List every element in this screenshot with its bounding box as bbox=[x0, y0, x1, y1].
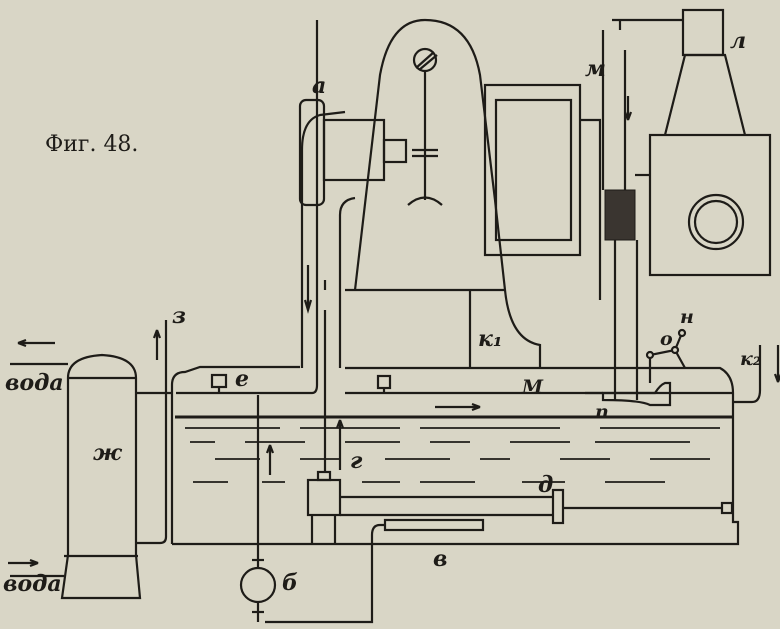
label-b: б bbox=[282, 570, 298, 596]
label-z: з bbox=[172, 303, 187, 329]
piston-d bbox=[551, 488, 565, 525]
label-k2: к₂ bbox=[740, 348, 762, 370]
label-water-out: вода bbox=[5, 370, 64, 396]
label-d: д bbox=[538, 472, 554, 498]
label-zh: ж bbox=[93, 440, 122, 466]
label-l: л bbox=[730, 28, 747, 54]
figure-caption: Фиг. 48. bbox=[45, 132, 139, 157]
label-m-small: м bbox=[585, 56, 606, 82]
pipe-v bbox=[383, 518, 485, 532]
tank bbox=[170, 365, 740, 546]
label-k1: к₁ bbox=[478, 326, 503, 352]
label-water-in: вода bbox=[3, 571, 62, 597]
label-v: в bbox=[433, 546, 448, 572]
label-e: е bbox=[235, 366, 249, 392]
pump-b bbox=[239, 566, 277, 604]
label-a: а bbox=[312, 73, 327, 99]
label-g: г bbox=[350, 448, 363, 474]
heater-box bbox=[648, 133, 772, 277]
valve-p bbox=[601, 381, 672, 407]
label-m-big: М bbox=[522, 376, 544, 398]
main-column bbox=[353, 18, 542, 368]
label-p: п bbox=[595, 401, 609, 423]
tower-zh bbox=[60, 353, 142, 600]
label-o: о bbox=[660, 328, 673, 350]
label-n: н bbox=[680, 306, 694, 328]
